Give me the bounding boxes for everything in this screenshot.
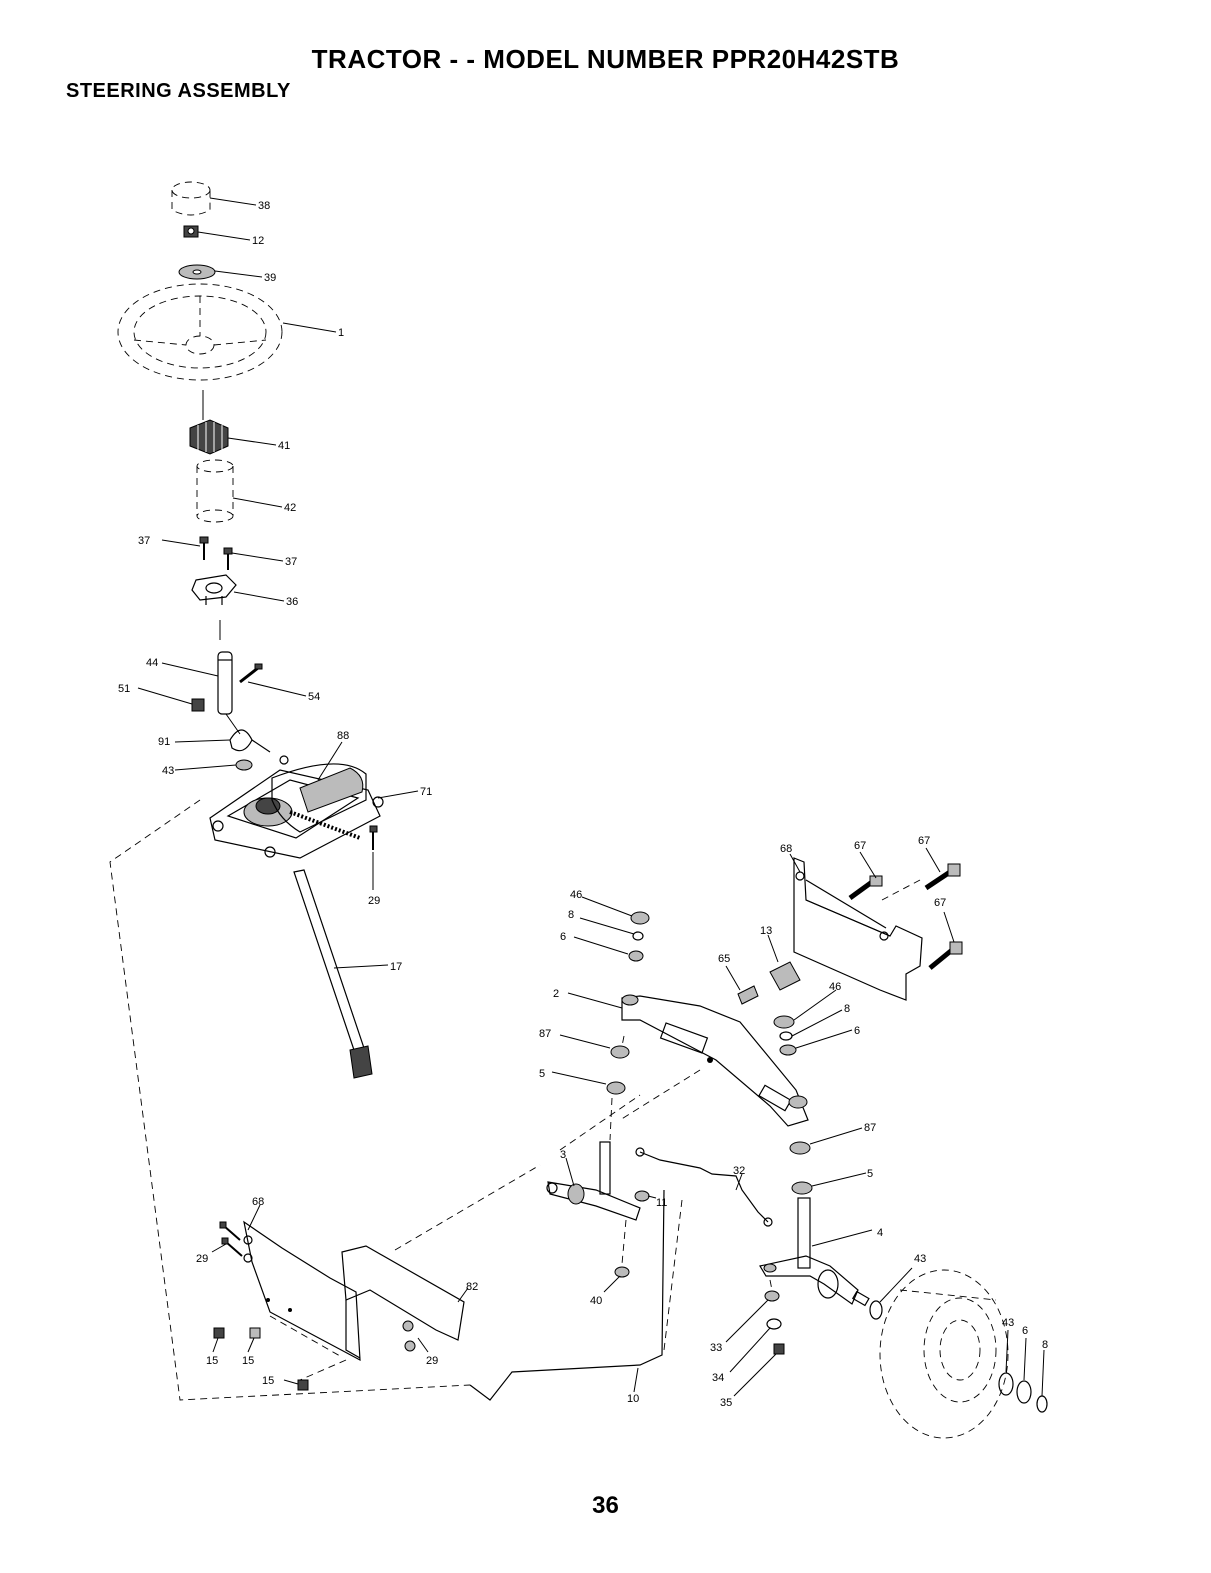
- wheel-hardware: [999, 1373, 1047, 1412]
- callout-10: 10: [627, 1393, 639, 1405]
- callout-40: 40: [590, 1295, 602, 1307]
- callout-37: 37: [285, 556, 297, 568]
- column-sleeve: [197, 460, 233, 522]
- callout-6: 6: [854, 1025, 860, 1037]
- callout-37: 37: [138, 535, 150, 547]
- lower-steering-shaft: [294, 870, 372, 1078]
- lock-nut: [192, 699, 204, 711]
- front-wheel: [880, 1270, 1008, 1438]
- callout-8: 8: [844, 1003, 850, 1015]
- nut: [184, 226, 198, 237]
- callout-54: 54: [308, 691, 320, 703]
- callout-29: 29: [426, 1355, 438, 1367]
- flat-washer: [236, 760, 252, 770]
- callout-38: 38: [258, 200, 270, 212]
- callout-65: 65: [718, 953, 730, 965]
- callout-43: 43: [162, 765, 174, 777]
- bracket-screws: [220, 1222, 242, 1256]
- callout-29: 29: [196, 1253, 208, 1265]
- steering-adapter: [190, 420, 228, 454]
- page-number: 36: [0, 1492, 1211, 1520]
- axle-washers-right: [790, 1142, 812, 1194]
- callout-8: 8: [1042, 1339, 1048, 1351]
- callout-82: 82: [466, 1281, 478, 1293]
- callout-41: 41: [278, 440, 290, 452]
- callout-13: 13: [760, 925, 772, 937]
- callout-6: 6: [560, 931, 566, 943]
- callout-68: 68: [780, 843, 792, 855]
- callout-5: 5: [867, 1168, 873, 1180]
- callout-17: 17: [390, 961, 402, 973]
- callout-88: 88: [337, 730, 349, 742]
- tie-rod: [636, 1148, 772, 1226]
- callout-46: 46: [829, 981, 841, 993]
- steering-bracket-right: [342, 1246, 464, 1358]
- callout-67: 67: [854, 840, 866, 852]
- spring-clip: [230, 730, 270, 752]
- washer-40: [615, 1267, 629, 1277]
- gear-screw: [370, 826, 377, 850]
- bushing-11: [635, 1191, 649, 1201]
- callout-42: 42: [284, 502, 296, 514]
- callout-5: 5: [539, 1068, 545, 1080]
- washer: [179, 265, 215, 279]
- callout-34: 34: [712, 1372, 724, 1384]
- callout-33: 33: [710, 1342, 722, 1354]
- bolt: [240, 664, 262, 682]
- callout-43: 43: [1002, 1317, 1014, 1329]
- cap-and-washers-left: [629, 912, 649, 961]
- hex-nuts: [214, 1328, 308, 1390]
- front-axle: [622, 995, 808, 1126]
- callout-39: 39: [264, 272, 276, 284]
- callout-91: 91: [158, 736, 170, 748]
- screws: [200, 537, 232, 570]
- callout-44: 44: [146, 657, 158, 669]
- axle-support-bracket: [794, 858, 922, 1000]
- axle-washers-left: [607, 1046, 629, 1094]
- callout-68: 68: [252, 1196, 264, 1208]
- wheel-washer-inner: [870, 1301, 882, 1319]
- steering-cap: [172, 182, 210, 215]
- callout-6: 6: [1022, 1325, 1028, 1337]
- callout-71: 71: [420, 786, 432, 798]
- callout-32: 32: [733, 1165, 745, 1177]
- callout-8: 8: [568, 909, 574, 921]
- callout-46: 46: [570, 889, 582, 901]
- steering-wheel: [118, 284, 282, 380]
- callout-87: 87: [864, 1122, 876, 1134]
- steering-shaft: [218, 652, 232, 714]
- callout-15: 15: [242, 1355, 254, 1367]
- callout-29: 29: [368, 895, 380, 907]
- callout-11: 11: [656, 1197, 667, 1209]
- flange-bushing: [192, 575, 236, 605]
- callout-67: 67: [934, 897, 946, 909]
- callout-1: 1: [338, 327, 344, 339]
- callout-87: 87: [539, 1028, 551, 1040]
- steering-gear-assembly: [210, 756, 383, 858]
- callout-67: 67: [918, 835, 930, 847]
- callout-43: 43: [914, 1253, 926, 1265]
- callout-15: 15: [206, 1355, 218, 1367]
- callout-3: 3: [560, 1149, 566, 1161]
- steering-bracket-left: [244, 1222, 360, 1360]
- callout-35: 35: [720, 1397, 732, 1409]
- spacer-tube: [770, 962, 800, 990]
- drag-link: [470, 1190, 664, 1400]
- callout-36: 36: [286, 596, 298, 608]
- callout-2: 2: [553, 988, 559, 1000]
- pivot-pin: [738, 986, 758, 1004]
- callout-4: 4: [877, 1227, 883, 1239]
- callout-51: 51: [118, 683, 130, 695]
- callout-15: 15: [262, 1375, 274, 1387]
- callout-12: 12: [252, 235, 264, 247]
- spindle-right: [760, 1198, 869, 1305]
